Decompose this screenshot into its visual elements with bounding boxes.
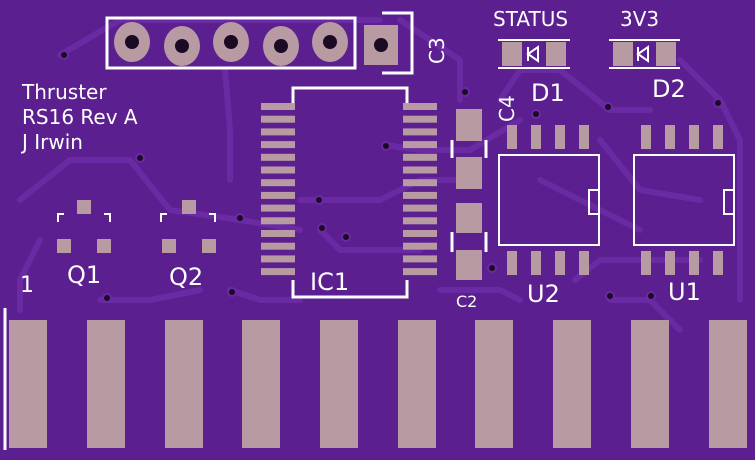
c2-pad-bottom <box>456 250 482 280</box>
ic1-pad-right <box>403 115 437 123</box>
ic1-pad-left <box>261 153 295 161</box>
pin-header <box>105 11 414 75</box>
c4-pad-top <box>456 109 482 141</box>
ic1-pad-right <box>403 204 437 212</box>
ic1-pad-left <box>261 191 295 199</box>
edge-pad-10 <box>709 320 747 448</box>
ic1-pad-right <box>403 153 437 161</box>
ic1-pad-right <box>403 268 437 276</box>
c4-label: C4 <box>495 95 519 122</box>
ic1-pad-right <box>403 103 437 110</box>
ic1-pad-right <box>403 166 437 174</box>
ic1-pad-left <box>261 141 295 149</box>
u2-footprint <box>498 125 600 275</box>
u2-label: U2 <box>527 280 560 308</box>
edge-pad-4 <box>242 320 280 448</box>
edge-pad-8 <box>553 320 591 448</box>
ic1-pad-right <box>403 242 437 250</box>
power-led-label: 3V3 <box>620 7 659 31</box>
c3-label: C3 <box>425 37 449 64</box>
d1-label: D1 <box>531 79 565 107</box>
ic1-pad-right <box>403 217 437 225</box>
author-label: J Irwin <box>20 130 83 154</box>
revision-label: RS16 Rev A <box>22 105 138 129</box>
capacitors <box>450 109 488 280</box>
d2-label: D2 <box>652 75 686 103</box>
edge-connector <box>9 320 747 448</box>
led-d2 <box>609 39 680 69</box>
edge-pad-7 <box>475 320 513 448</box>
edge-pad-1 <box>9 320 47 448</box>
ic1-pad-right <box>403 230 437 237</box>
ic1-pad-right <box>403 179 437 187</box>
edge-pad-3 <box>165 320 203 448</box>
c4-pad-bottom <box>456 157 482 189</box>
pin1-label: 1 <box>20 273 34 298</box>
edge-pad-2 <box>87 320 125 448</box>
q1-label: Q1 <box>67 261 101 289</box>
u1-label: U1 <box>668 278 701 306</box>
ic1-pad-right <box>403 191 437 199</box>
ic1-pad-left <box>261 115 295 123</box>
q2-footprint <box>160 200 216 253</box>
project-title: Thruster <box>21 80 107 104</box>
ic1-pad-left <box>261 230 295 237</box>
status-led-label: STATUS <box>493 7 568 31</box>
ic1-pad-left <box>261 103 295 110</box>
ic1-pad-right <box>403 141 437 149</box>
ic1-pad-left <box>261 204 295 212</box>
ic1-pad-left <box>261 179 295 187</box>
ic1-pad-left <box>261 217 295 225</box>
ic1-pad-right <box>403 128 437 136</box>
ic1-pad-left <box>261 242 295 250</box>
c2-label: C2 <box>456 292 477 311</box>
ic1-pad-left <box>261 166 295 174</box>
ic1-pad-right <box>403 255 437 263</box>
ic1-pad-left <box>261 268 295 276</box>
u1-footprint <box>633 125 735 275</box>
ic1-footprint <box>261 86 437 299</box>
led-d1 <box>498 39 570 69</box>
q1-footprint <box>57 200 111 253</box>
edge-pad-6 <box>398 320 436 448</box>
q2-label: Q2 <box>169 263 203 291</box>
vias <box>59 50 723 303</box>
edge-pad-5 <box>320 320 358 448</box>
ic1-pad-left <box>261 128 295 136</box>
c2-pad-top <box>456 203 482 233</box>
ic1-label: IC1 <box>310 268 349 296</box>
edge-pad-9 <box>631 320 669 448</box>
ic1-pad-left <box>261 255 295 263</box>
